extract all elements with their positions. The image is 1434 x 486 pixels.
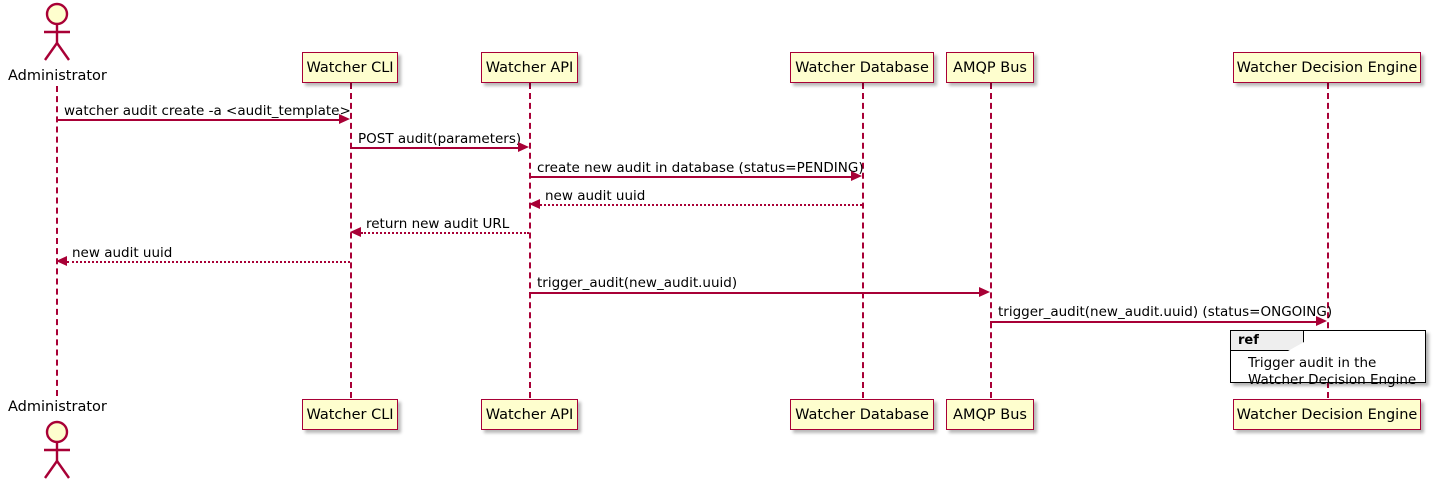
message-arrowhead-2	[518, 142, 529, 152]
message-label-5: return new audit URL	[366, 216, 510, 232]
lifeline-decision-engine	[1327, 83, 1329, 398]
participant-label-administrator-top: Administrator	[8, 68, 107, 84]
message-arrowhead-7	[979, 287, 990, 297]
message-line-2	[350, 147, 518, 149]
message-label-7: trigger_audit(new_audit.uuid)	[537, 275, 738, 291]
message-label-6: new audit uuid	[72, 245, 173, 261]
participant-label-decision-engine-top: Watcher Decision Engine	[1236, 59, 1418, 76]
message-line-3	[529, 176, 851, 178]
participant-box-amqp-bus-bottom[interactable]: AMQP Bus	[946, 399, 1034, 430]
message-arrowhead-4	[529, 199, 540, 209]
participant-box-watcher-cli-top[interactable]: Watcher CLI	[302, 52, 398, 83]
ref-fragment-keyword: ref	[1238, 333, 1259, 348]
participant-label-watcher-api-bottom: Watcher API	[485, 406, 574, 423]
participant-box-watcher-database-bottom[interactable]: Watcher Database	[790, 399, 934, 430]
lifeline-administrator	[56, 86, 58, 396]
participant-box-watcher-cli-bottom[interactable]: Watcher CLI	[302, 399, 398, 430]
participant-label-amqp-bus-bottom: AMQP Bus	[953, 406, 1027, 423]
participant-label-watcher-cli-bottom: Watcher CLI	[306, 406, 394, 423]
message-label-3: create new audit in database (status=PEN…	[537, 160, 864, 176]
lifeline-watcher-cli	[350, 83, 352, 398]
message-arrowhead-1	[339, 114, 350, 124]
participant-box-amqp-bus-top[interactable]: AMQP Bus	[946, 52, 1034, 83]
participant-label-watcher-cli-top: Watcher CLI	[306, 59, 394, 76]
message-label-8: trigger_audit(new_audit.uuid) (status=ON…	[998, 304, 1333, 320]
participant-label-amqp-bus-top: AMQP Bus	[953, 59, 1027, 76]
message-line-1	[56, 119, 339, 121]
participant-box-decision-engine-top[interactable]: Watcher Decision Engine	[1233, 52, 1421, 83]
message-label-2: POST audit(parameters)	[358, 131, 522, 147]
participant-box-watcher-database-top[interactable]: Watcher Database	[790, 52, 934, 83]
message-label-4: new audit uuid	[545, 188, 646, 204]
lifeline-amqp-bus	[990, 83, 992, 398]
lifeline-watcher-database	[862, 83, 864, 398]
ref-fragment-box: ref Trigger audit in the Watcher Decisio…	[1230, 330, 1426, 388]
message-line-6	[67, 261, 350, 263]
message-line-8	[990, 321, 1316, 323]
participant-label-decision-engine-bottom: Watcher Decision Engine	[1236, 406, 1418, 423]
ref-fragment-body: Trigger audit in the Watcher Decision En…	[1231, 352, 1425, 388]
participant-label-watcher-database-top: Watcher Database	[795, 59, 929, 76]
message-arrowhead-8	[1316, 316, 1327, 326]
message-arrowhead-3	[851, 171, 862, 181]
lifeline-watcher-api	[529, 83, 531, 398]
participant-label-watcher-api-top: Watcher API	[485, 59, 574, 76]
participant-box-watcher-api-top[interactable]: Watcher API	[481, 52, 578, 83]
message-arrowhead-5	[350, 227, 361, 237]
message-line-4	[540, 204, 862, 206]
ref-fragment-keyword-tab: ref	[1231, 331, 1304, 351]
ref-fragment-line-2: Watcher Decision Engine	[1248, 372, 1417, 388]
participant-box-watcher-api-bottom[interactable]: Watcher API	[481, 399, 578, 430]
message-arrowhead-6	[56, 256, 67, 266]
message-line-5	[361, 232, 529, 234]
participant-box-decision-engine-bottom[interactable]: Watcher Decision Engine	[1233, 399, 1421, 430]
participant-label-administrator-bottom: Administrator	[8, 399, 107, 415]
participant-label-watcher-database-bottom: Watcher Database	[795, 406, 929, 423]
message-line-7	[529, 292, 979, 294]
actor-administrator-head-bottom	[44, 420, 70, 479]
ref-fragment-line-1: Trigger audit in the	[1248, 355, 1377, 371]
message-label-1: watcher audit create -a <audit_template>	[64, 103, 351, 119]
actor-administrator-head-top	[44, 2, 70, 61]
